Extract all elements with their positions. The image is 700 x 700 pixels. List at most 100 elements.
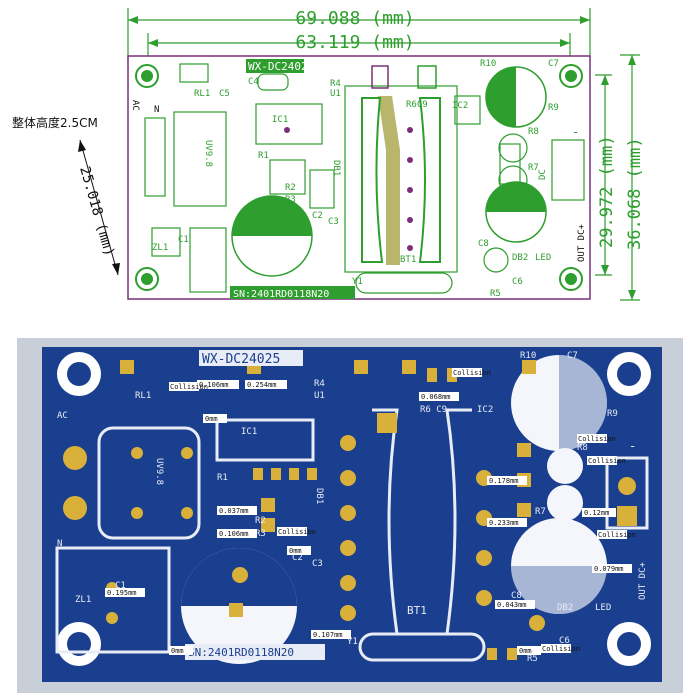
pcb-label-r3: R3 [255, 529, 266, 539]
pcb-label-r5: R5 [527, 654, 538, 664]
label-c5: C5 [219, 89, 230, 99]
pcb-serial-number: SN:2401RD0118N20 [188, 646, 294, 659]
label-r5: R5 [490, 289, 501, 299]
pcb-board-title: WX-DC24025 [202, 352, 280, 367]
pcb-label-c1: C1 [115, 581, 126, 591]
pcb-label-r10: R10 [520, 351, 536, 361]
measurement-tag: 0.043mm [497, 601, 527, 609]
pcb-label-c8: C8 [511, 591, 522, 601]
pcb-label-db2: DB2 [557, 603, 573, 613]
pcb-label-r7: R7 [535, 507, 546, 517]
pcb-label-out-dc: OUT DC+ [638, 561, 648, 600]
label-uv: UV9.8 [203, 140, 213, 167]
pcb-label-r8: R8 [577, 443, 588, 453]
label-db1: DB1 [331, 160, 341, 176]
label-u1: U1 [330, 89, 341, 99]
label-ic2: IC2 [452, 101, 468, 111]
label-r2: R2 [285, 183, 296, 193]
dim-height-inner: 29.972 (mm) [597, 135, 617, 248]
label-c3: C3 [328, 217, 339, 227]
label-ic1: IC1 [272, 115, 288, 125]
pcb-label-u1: U1 [314, 391, 325, 401]
label-c4: C4 [248, 77, 259, 87]
mounting-hole-icon [135, 64, 583, 291]
measurement-tag: 0.178mm [489, 477, 519, 485]
measurement-tag: 0.068mm [421, 393, 451, 401]
label-c1: C1 [178, 235, 189, 245]
measurement-tag: 0.195mm [107, 589, 137, 597]
measurement-tag: 0.254mm [247, 381, 277, 389]
pad-icon [120, 360, 637, 660]
label-r4: R4 [330, 79, 341, 89]
board-title: WX-DC24025 [248, 60, 314, 73]
label-c6: C6 [512, 277, 523, 287]
label-zl1: ZL1 [152, 243, 168, 253]
mounting-hole-icon [57, 352, 651, 666]
pcb-label-c3: C3 [312, 559, 323, 569]
measurement-tag: 0.107mm [313, 631, 343, 639]
label-r1: R1 [258, 151, 269, 161]
dim-left: 25.018 (mm) [76, 165, 117, 259]
pcb-label-y1: Y1 [347, 637, 358, 647]
pcb-label-db1: DB1 [314, 488, 324, 504]
capacitor-icon [181, 355, 607, 664]
collision-tag: Collision [278, 528, 316, 536]
collision-tag: Collision [542, 645, 580, 653]
measurement-tag: 0.106mm [199, 381, 229, 389]
pcb-label-r2: R2 [255, 516, 266, 526]
label-r6c9: R6C9 [406, 100, 428, 110]
measurement-tag: 0.037mm [219, 507, 249, 515]
dim-width-outer: 69.088 (mm) [295, 8, 414, 29]
label-led: LED [535, 253, 551, 263]
label-minus: - [572, 125, 579, 139]
pcb-render: WX-DC24025 RL1 R4 U1 IC1 R6 C9 IC2 R10 C… [17, 338, 683, 693]
capacitor-icon [231, 66, 547, 277]
pcb-label-ac: AC [57, 411, 68, 421]
label-y1: Y1 [352, 277, 363, 287]
label-n: N [154, 105, 159, 115]
label-r3: R3 [285, 195, 296, 205]
dim-width-inner: 63.119 (mm) [295, 32, 414, 53]
measurement-tag: 0.12mm [584, 509, 609, 517]
pcb-label-ic1: IC1 [241, 427, 257, 437]
dim-height-outer: 36.068 (mm) [625, 137, 645, 250]
measurement-tag: 0.079mm [594, 565, 624, 573]
pcb-label-rl1: RL1 [135, 391, 151, 401]
measurement-tag: 0mm [289, 547, 302, 555]
pcb-label-c6: C6 [559, 636, 570, 646]
pcb-label-zl1: ZL1 [75, 595, 91, 605]
label-c2: C2 [312, 211, 323, 221]
measurement-tag: 0mm [519, 647, 532, 655]
label-c8: C8 [478, 239, 489, 249]
label-rl1: RL1 [194, 89, 210, 99]
measurement-tag: 0.233mm [489, 519, 519, 527]
pcb-label-c7: C7 [567, 351, 578, 361]
label-c7: C7 [548, 59, 559, 69]
label-dc: DC [538, 169, 548, 180]
collision-tag: Collision [578, 435, 616, 443]
pcb-label-bt1: BT1 [407, 604, 427, 617]
pcb-label-r1: R1 [217, 473, 228, 483]
label-out-dc: OUT DC+ [577, 223, 587, 262]
pcb-label-led: LED [595, 603, 611, 613]
pcb-label-minus: - [629, 439, 636, 453]
label-ac: AC [130, 100, 140, 111]
label-bt1: BT1 [400, 255, 416, 265]
collision-tag: Collision [170, 383, 208, 391]
label-r8: R8 [528, 127, 539, 137]
label-r9: R9 [548, 103, 559, 113]
label-r7: R7 [528, 163, 539, 173]
height-note: 整体高度2.5CM [12, 116, 98, 130]
serial-number: SN:2401RD0118N20 [233, 289, 329, 300]
pcb-label-ic2: IC2 [477, 405, 493, 415]
collision-tag: Collision [453, 369, 491, 377]
pcb-label-c2: C2 [292, 553, 303, 563]
collision-tag: Collision [598, 531, 636, 539]
label-r10: R10 [480, 59, 496, 69]
collision-tag: Collision [588, 457, 626, 465]
pcb-label-r6c9: R6 C9 [420, 405, 447, 415]
pcb-label-r4: R4 [314, 379, 325, 389]
measurement-tag: 0mm [171, 647, 184, 655]
measurement-tag: 0.106mm [219, 530, 249, 538]
silkscreen-drawing: 69.088 (mm) 63.119 (mm) 29.972 (mm) 36.0… [0, 0, 700, 320]
